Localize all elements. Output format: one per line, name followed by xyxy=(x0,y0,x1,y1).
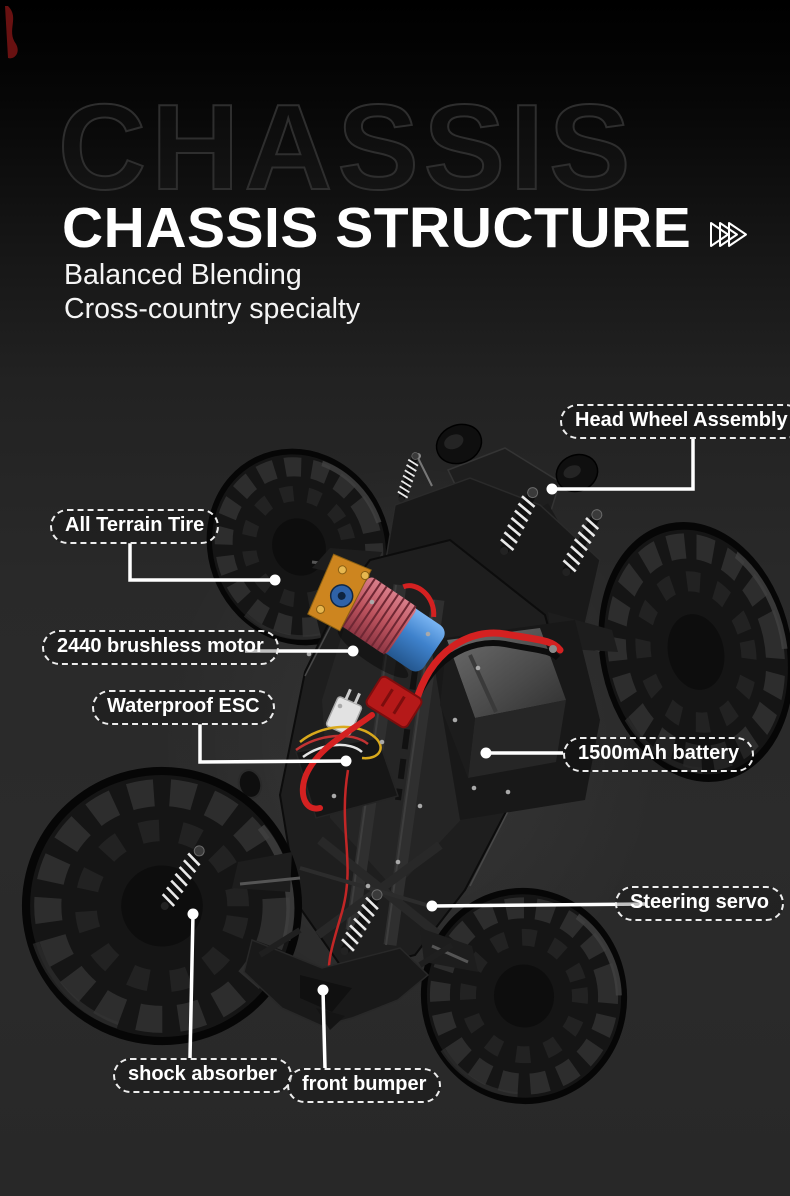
chassis-illustration xyxy=(0,380,790,1170)
screw-details xyxy=(306,599,511,889)
callout-steering-servo: Steering servo xyxy=(615,886,784,921)
triple-chevron-right-icon xyxy=(710,222,747,247)
callout-front-bumper: front bumper xyxy=(287,1068,442,1103)
page-title: CHASSIS STRUCTURE xyxy=(62,196,692,260)
callout-battery: 1500mAh battery xyxy=(563,737,755,772)
callout-head-wheel-assembly: Head Wheel Assembly xyxy=(560,404,790,439)
callout-brushless-motor: 2440 brushless motor xyxy=(42,630,279,665)
callout-waterproof-esc: Waterproof ESC xyxy=(92,690,275,725)
callout-all-terrain-tire: All Terrain Tire xyxy=(50,509,220,544)
subtitle: Balanced Blending Cross-country specialt… xyxy=(64,258,360,326)
ghost-title: CHASSIS xyxy=(57,79,636,215)
battery-part xyxy=(409,620,600,820)
corner-decoration xyxy=(5,6,18,59)
brushless-motor-part xyxy=(307,553,445,679)
deans-plug xyxy=(299,675,423,987)
subtitle-line-2: Cross-country specialty xyxy=(64,293,361,325)
callout-shock-absorber: shock absorber xyxy=(113,1058,292,1093)
front-bumper-part xyxy=(243,927,454,1030)
corner-decoration-shape xyxy=(5,6,18,59)
subtitle-line-1: Balanced Blending xyxy=(64,259,302,291)
